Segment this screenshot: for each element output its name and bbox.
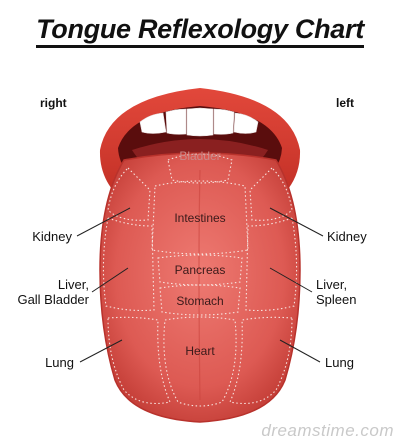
label-liver-right-line1: Liver, — [316, 277, 348, 292]
teeth — [139, 107, 259, 137]
zone-pancreas: Pancreas — [175, 263, 226, 277]
watermark: dreamstime.com — [261, 421, 394, 440]
label-liver-left-line2: Gall Bladder — [17, 292, 89, 307]
label-kidney-right: Kidney — [327, 229, 367, 244]
zone-intestines: Intestines — [174, 211, 225, 225]
side-label-right: right — [40, 96, 67, 110]
label-lung-right: Lung — [325, 355, 354, 370]
zone-heart: Heart — [185, 344, 215, 358]
label-liver-right-line2: Spleen — [316, 292, 357, 307]
label-liver-left-line1: Liver, — [57, 277, 89, 292]
zone-bladder: Bladder — [179, 149, 220, 163]
label-kidney-left: Kidney — [32, 229, 72, 244]
label-lung-left: Lung — [45, 355, 74, 370]
zone-outlines — [102, 153, 298, 407]
label-liver-left: Liver, Gall Bladder — [5, 277, 89, 307]
side-label-left: left — [336, 96, 354, 110]
zone-stomach: Stomach — [176, 294, 223, 308]
leader-lines — [76, 207, 324, 363]
chart-title: Tongue Reflexology Chart — [0, 14, 400, 48]
label-liver-right: Liver, Spleen — [316, 277, 396, 307]
